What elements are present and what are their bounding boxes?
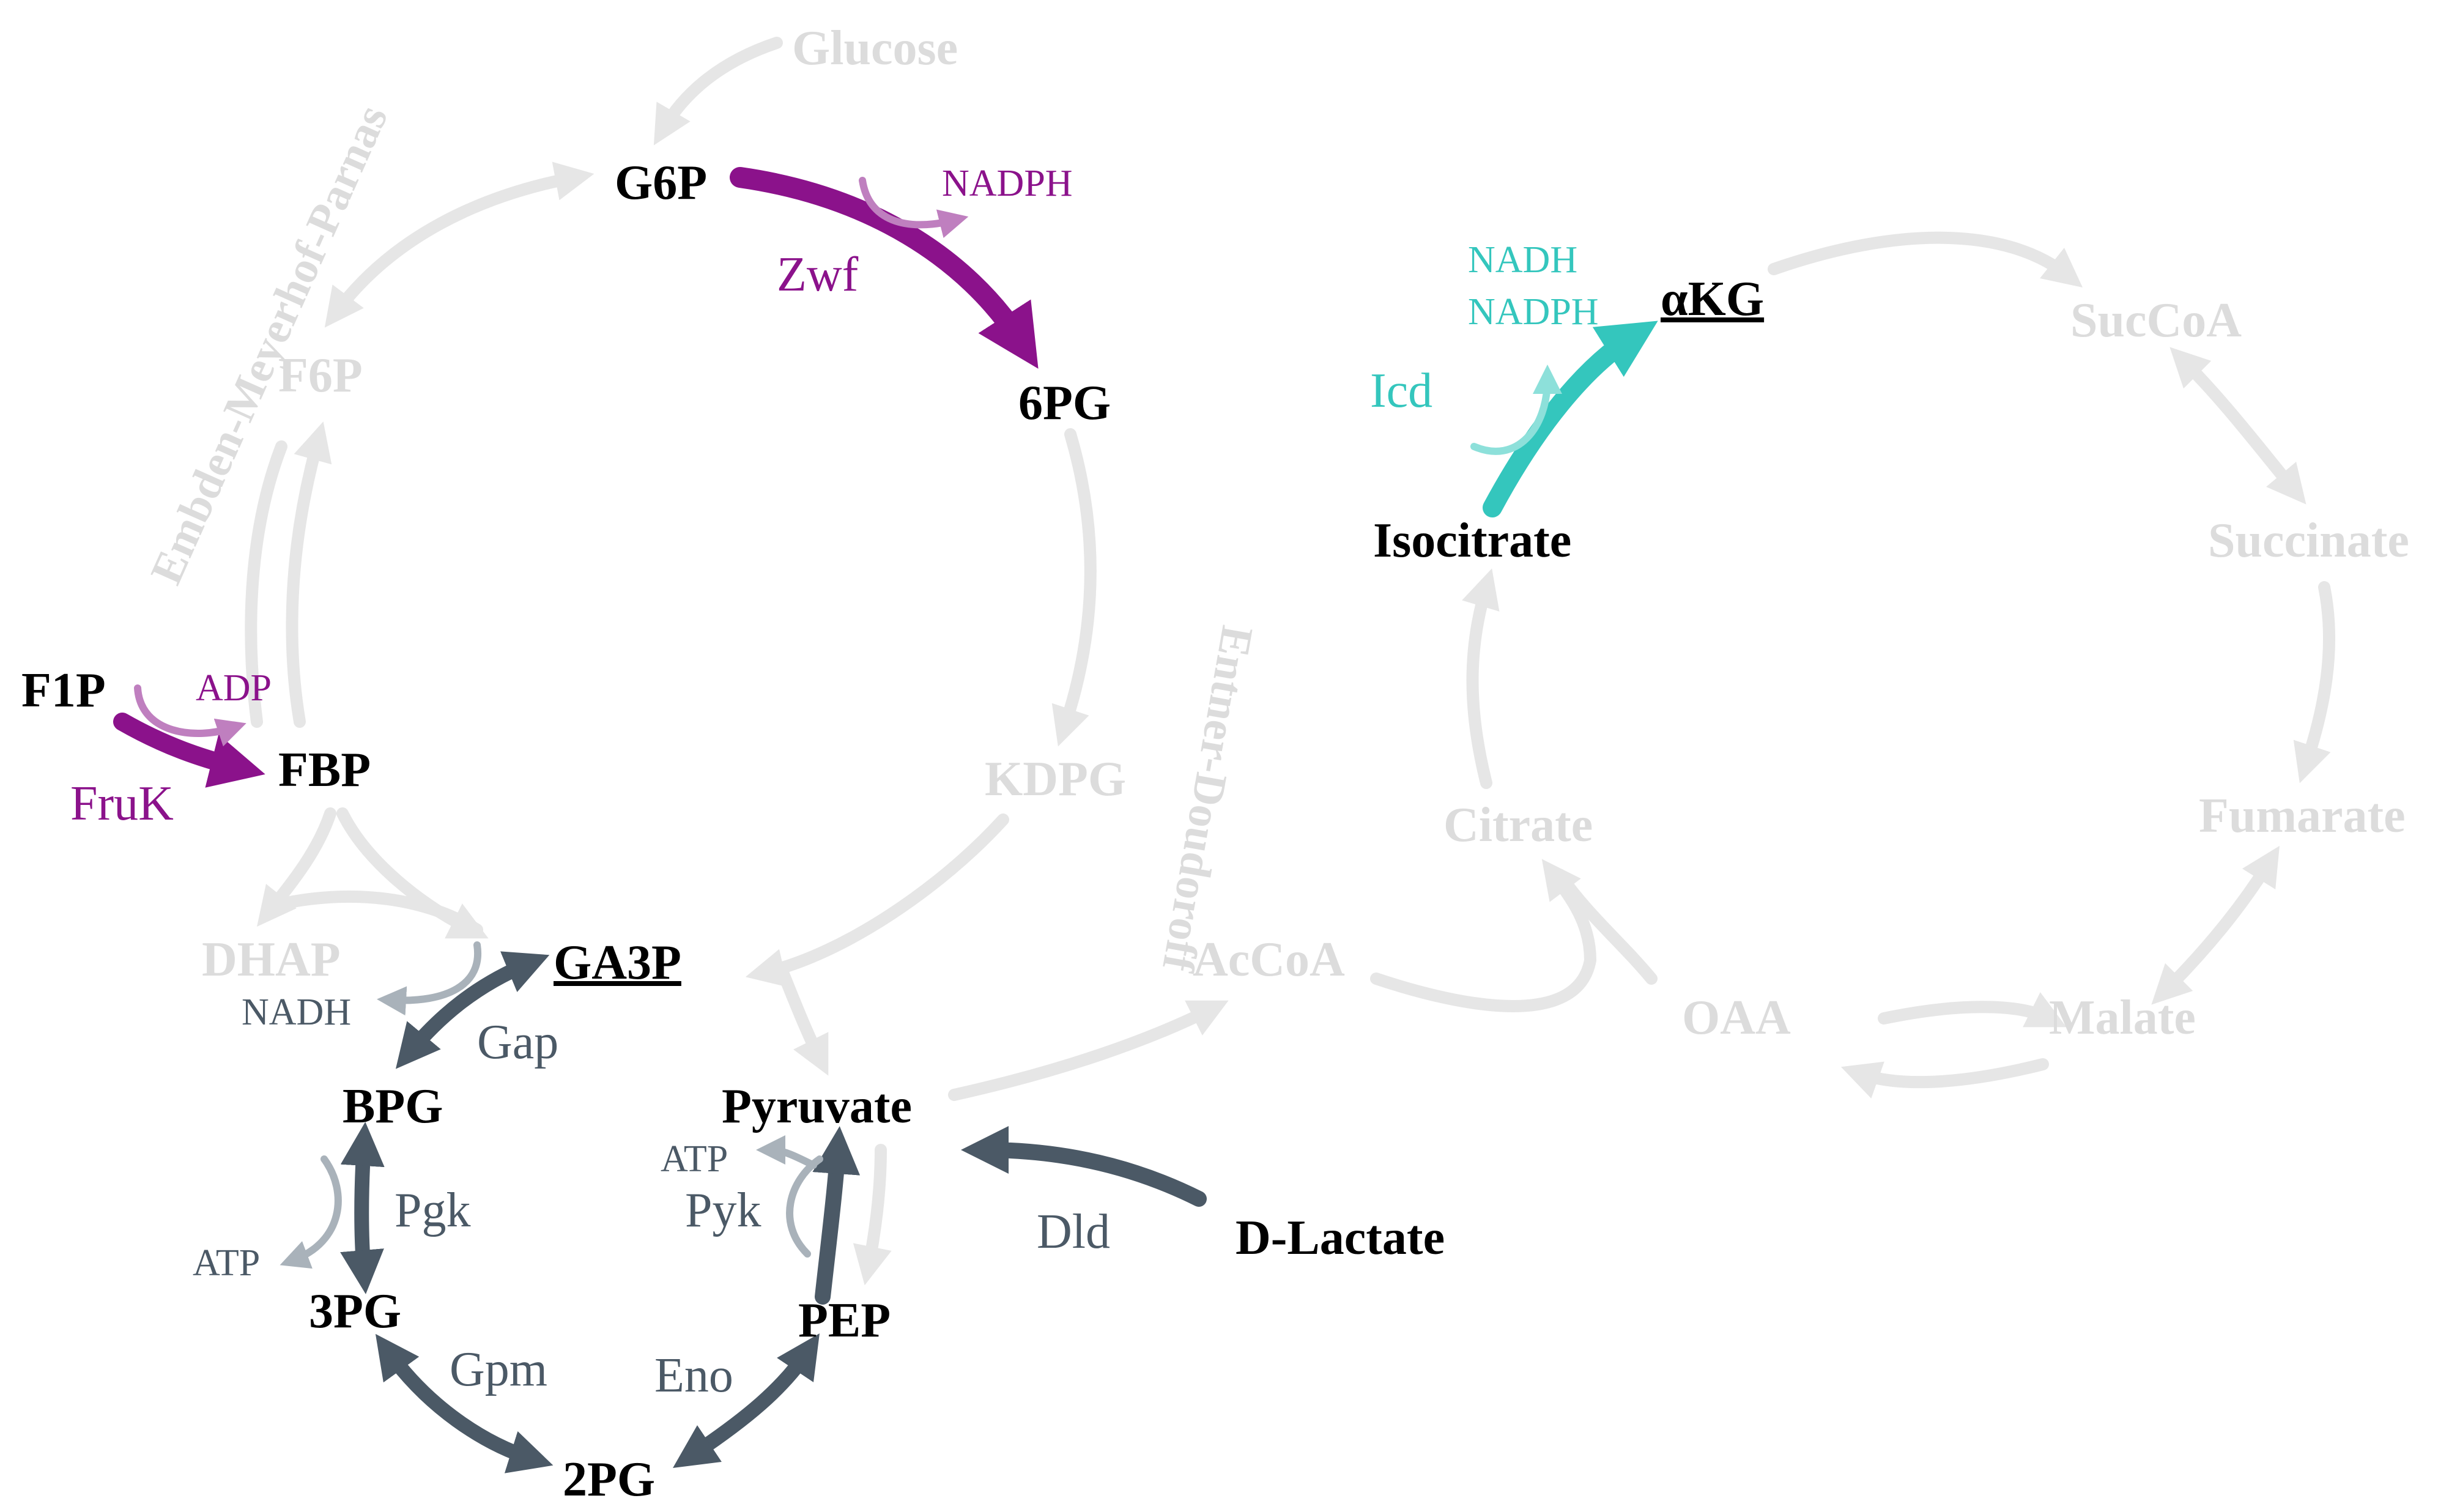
arrow-accoa-citrate: [1370, 859, 1597, 1012]
zwf-reaction: [730, 167, 1039, 369]
metabolite-accoa: AcCoA: [1193, 933, 1345, 987]
metabolite-citrate: Citrate: [1443, 798, 1593, 852]
enzyme-zwf: Zwf: [777, 248, 859, 302]
cofactor-atp-pgk: ATP: [193, 1242, 260, 1284]
cofactor-nadh-gap: NADH: [242, 991, 351, 1033]
metabolite-oaa: OAA: [1682, 991, 1791, 1045]
enzyme-labels: Zwf FruK Icd Gap Pgk Gpm Eno Pyk Dld: [70, 248, 1432, 1403]
metabolite-malate: Malate: [2049, 991, 2196, 1045]
metabolite-fumarate: Fumarate: [2199, 789, 2406, 843]
arrow-fumarate-malate: [2151, 845, 2280, 1005]
metabolite-pyruvate: Pyruvate: [722, 1080, 912, 1133]
arrow-bpg-3pg: [340, 1122, 385, 1294]
metabolite-dlactate: D-Lactate: [1236, 1211, 1445, 1265]
metabolite-fbp: FBP: [278, 743, 371, 797]
arrow-isocitrate-akg: [1483, 321, 1658, 517]
metabolite-f6p: F6P: [278, 349, 363, 402]
pathway-label-ed: Entner-Doudoroff: [1152, 622, 1262, 976]
arrow-g6p-f6p: [324, 161, 595, 328]
arrow-3pg-2pg: [375, 1333, 554, 1473]
arrow-f6p-fbp: [286, 421, 332, 728]
arrow-f6p-fbp-back: [245, 440, 287, 728]
fruk-reaction: [113, 684, 265, 788]
arrow-citrate-isocitrate: [1462, 568, 1500, 789]
arrow-ga3p-bpg: [395, 951, 550, 1069]
arrow-zwf-nadph: [859, 177, 969, 239]
enzyme-fruk: FruK: [70, 777, 174, 831]
metabolite-3pg: 3PG: [309, 1284, 401, 1338]
enzyme-gpm: Gpm: [450, 1343, 547, 1396]
arrow-pep-pyruvate: [812, 1126, 861, 1305]
arrow-malate-oaa: [1840, 1058, 2049, 1099]
metabolite-kdpg: KDPG: [985, 752, 1126, 806]
metabolite-succinate: Succinate: [2208, 514, 2409, 568]
arrow-succinate-fumarate: [2293, 581, 2336, 784]
metabolite-akg: αKG: [1661, 272, 1764, 326]
arrow-f1p-fbp: [113, 713, 265, 788]
metabolite-isocitrate: Isocitrate: [1373, 514, 1571, 568]
arrow-6pg-kdpg: [1051, 428, 1097, 747]
enzyme-pyk: Pyk: [685, 1184, 761, 1237]
arrow-icd-cofactor: [1470, 365, 1562, 455]
arrow-pyk-atp: [786, 1155, 823, 1258]
active-metabolites: G6P 6PG F1P FBP GA3P BPG 3PG 2PG PEP Pyr…: [21, 156, 1764, 1506]
arrow-dhap-ga3p: [269, 890, 483, 936]
arrow-fruk-adp: [134, 684, 246, 747]
faded-pathway-arrows: [245, 37, 2336, 1286]
cofactor-nadph-zwf: NADPH: [942, 163, 1073, 204]
pathway-label-emp: Embden-Meyerhof-Parnas: [141, 98, 398, 591]
arrow-gap-nadh: [377, 941, 482, 1016]
metabolite-ga3p: GA3P: [554, 936, 681, 990]
arrow-pyruvate-accoa: [948, 1000, 1229, 1101]
arrow-succoa-succinate: [2169, 347, 2306, 505]
metabolite-f1p: F1P: [21, 664, 106, 717]
cofactor-atp-pyk: ATP: [661, 1138, 728, 1180]
enzyme-gap: Gap: [477, 1015, 558, 1069]
cofactor-nadh-icd: NADH: [1468, 239, 1577, 281]
arrow-2pg-pep: [673, 1333, 820, 1468]
arrow-kdpg-ga3p: [745, 813, 1009, 987]
enzyme-pgk: Pgk: [395, 1184, 471, 1237]
metabolite-glucose: Glucose: [792, 21, 958, 75]
metabolite-dhap: DHAP: [202, 933, 341, 987]
arrow-g6p-6pg: [730, 167, 1039, 369]
faded-metabolites: Glucose F6P KDPG DHAP AcCoA Citrate SucC…: [202, 21, 2409, 1045]
metabolite-bpg: BPG: [343, 1080, 443, 1133]
metabolite-2pg: 2PG: [563, 1453, 655, 1506]
metabolite-6pg: 6PG: [1018, 376, 1111, 430]
arrow-glucose-g6p: [653, 37, 783, 146]
arrow-pgk-atp: [280, 1155, 342, 1269]
icd-reaction: [1470, 321, 1658, 517]
cofactor-adp-fruk: ADP: [196, 667, 272, 709]
arrow-dlactate-pyruvate: [961, 1126, 1207, 1207]
gray-reactions: [280, 941, 1207, 1473]
enzyme-icd: Icd: [1370, 364, 1432, 418]
metabolite-succoa: SucCoA: [2070, 294, 2242, 347]
arrow-pyruvate-pep-faded: [853, 1144, 892, 1286]
arrow-kdpg-pyruvate: [777, 966, 829, 1076]
arrow-akg-succoa: [1768, 231, 2083, 287]
cofactor-labels: NADPH ADP NADH NADPH NADH ATP ATP: [193, 163, 1599, 1284]
arrow-oaa-malate: [1878, 992, 2067, 1028]
cofactor-nadph-icd: NADPH: [1468, 291, 1599, 333]
enzyme-dld: Dld: [1037, 1205, 1110, 1259]
arrow-oaa-citrate: [1554, 869, 1658, 985]
arrow-pyk-atp-head: [756, 1135, 817, 1169]
enzyme-eno: Eno: [654, 1349, 733, 1403]
metabolite-pep: PEP: [798, 1294, 891, 1347]
metabolite-g6p: G6P: [615, 156, 707, 210]
